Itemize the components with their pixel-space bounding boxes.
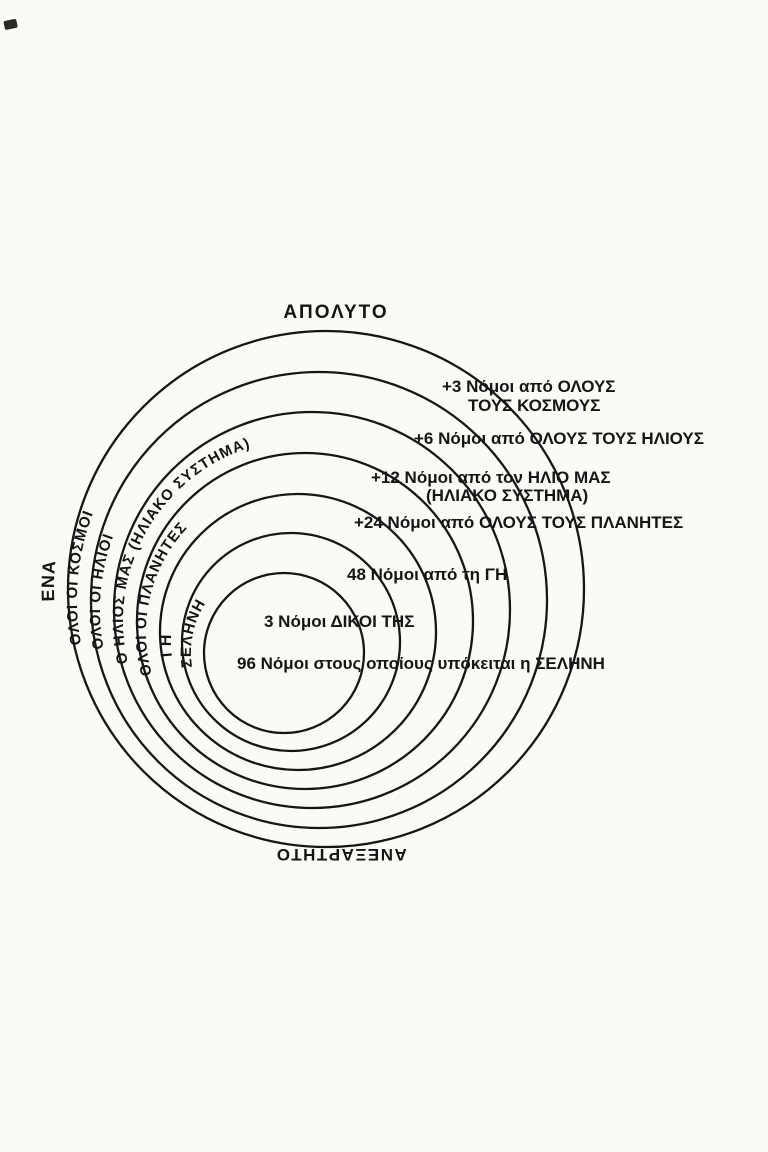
circle-all-worlds — [89, 370, 549, 830]
laws-all-worlds-line2: ΤΟΥΣ ΚΟΣΜΟΥΣ — [468, 396, 600, 415]
ring-label-earth: ΓΗ — [158, 633, 176, 657]
scan-artifact — [3, 19, 18, 30]
laws-our-sun-line2: (ΗΛΙΑΚΟ ΣΥΣΤΗΜΑ) — [426, 486, 588, 505]
circle-all-planets — [158, 492, 438, 772]
circle-all-suns — [112, 410, 512, 810]
absolute-top-label: ΑΠΟΛΥΤΟ — [283, 302, 388, 323]
laws-all-worlds-line1: +3 Νόμοι από ΟΛΟΥΣ — [442, 377, 616, 396]
laws-all-planets: +24 Νόμοι από ΟΛΟΥΣ ΤΟΥΣ ΠΛΑΝΗΤΕΣ — [354, 513, 683, 532]
circle-absolute — [66, 329, 586, 849]
ring-label-one: ΕΝΑ — [38, 559, 59, 602]
laws-all-suns: +6 Νόμοι από ΟΛΟΥΣ ΤΟΥΣ ΗΛΙΟΥΣ — [414, 429, 704, 448]
independent-bottom-label: ΑΝΕΞΑΡΤΗΤΟ — [275, 845, 406, 864]
circle-moon — [202, 571, 366, 735]
laws-moon-total: 96 Νόμοι στους οποίους υπόκειται η ΣΕΛΗΝ… — [237, 654, 605, 673]
circle-earth — [180, 531, 402, 753]
circle-our-sun — [135, 451, 475, 791]
laws-our-sun-line1: +12 Νόμοι από τον ΗΛΙΟ ΜΑΣ — [371, 468, 611, 487]
laws-earth: 48 Νόμοι από τη ΓΗ — [347, 565, 507, 584]
laws-moon-own: 3 Νόμοι ΔΙΚΟΙ ΤΗΣ — [264, 612, 414, 631]
